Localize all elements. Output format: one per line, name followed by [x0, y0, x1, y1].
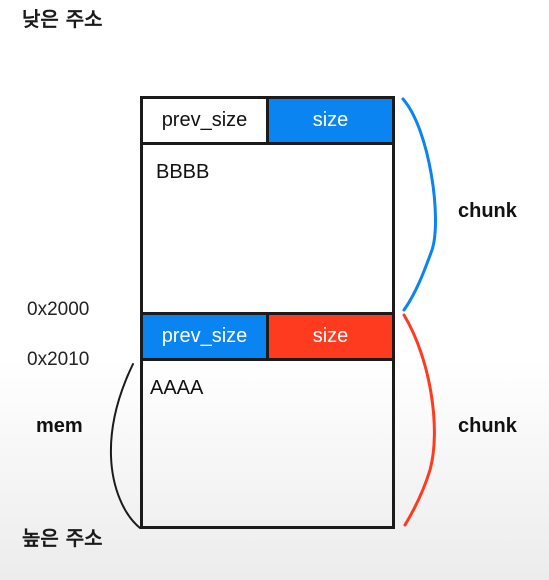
low-address-label: 낮은 주소 [22, 7, 103, 31]
chunk-top-label: chunk [458, 200, 517, 222]
chunk-bottom-label: chunk [458, 415, 517, 437]
chunk-top-box: prev_size size BBBB [140, 96, 395, 315]
chunk-top-size-cell: size [269, 99, 392, 142]
chunk2-address-label: 0x2000 [27, 299, 90, 320]
mem-address-label: 0x2010 [27, 349, 90, 370]
blue-brace-icon [401, 97, 437, 312]
black-brace-icon [109, 363, 141, 529]
chunk-bottom-prev-size-cell: prev_size [143, 315, 269, 358]
red-brace-icon [402, 313, 436, 527]
mem-label: mem [36, 415, 83, 437]
chunk-top-content: BBBB [156, 161, 210, 183]
chunk-top-prev-size-cell: prev_size [143, 99, 269, 142]
high-address-label: 높은 주소 [22, 526, 103, 550]
chunk-bottom-header: prev_size size [143, 315, 392, 361]
chunk-bottom-size-cell: size [269, 315, 392, 358]
chunk-top-header: prev_size size [143, 99, 392, 145]
chunk-bottom-content: AAAA [150, 377, 204, 399]
chunk-bottom-box: prev_size size AAAA [140, 312, 395, 529]
